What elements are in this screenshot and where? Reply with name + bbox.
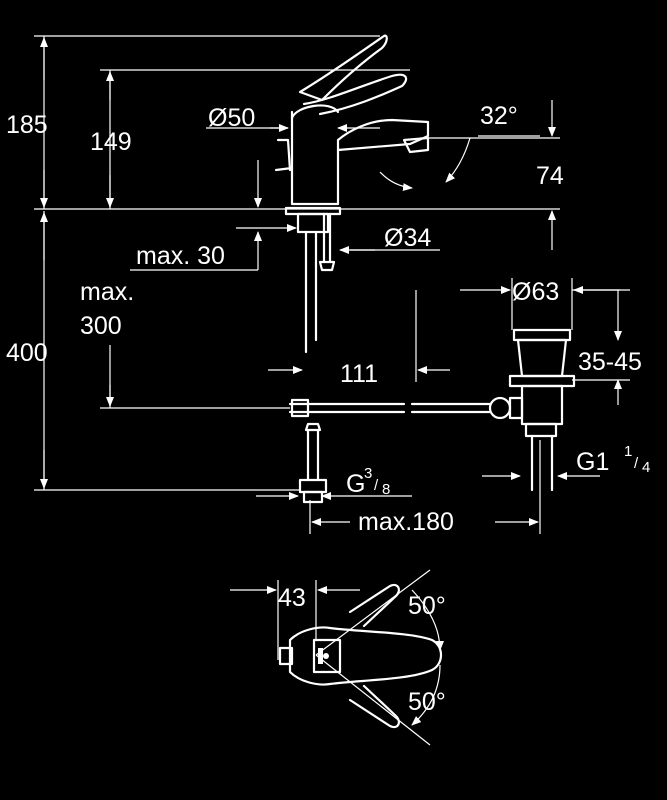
- faucet-side-view: [274, 34, 492, 504]
- spout-height-label: 149: [90, 128, 132, 156]
- svg-text:4: 4: [642, 459, 650, 476]
- spout-offset-label: 111: [340, 360, 378, 388]
- hose-label-max: max.: [80, 278, 134, 306]
- waste-thread-label: G1 1 / 4: [576, 443, 650, 476]
- rotation-left-label: 50°: [408, 688, 446, 716]
- body-diameter-label: Ø50: [208, 104, 255, 132]
- supply-thread-label: G 3 / 8: [346, 465, 390, 498]
- max-width-label: max.180: [358, 508, 454, 536]
- deck-thickness-label: max. 30: [136, 242, 225, 270]
- svg-text:G1: G1: [576, 448, 609, 476]
- svg-text:/: /: [374, 477, 379, 494]
- lever-angle-label: 32°: [480, 102, 518, 130]
- svg-text:1: 1: [624, 443, 632, 460]
- hole-diameter-label: Ø34: [384, 224, 431, 252]
- hose-length-label: 400: [6, 339, 48, 367]
- spout-clearance-label: 74: [536, 162, 564, 190]
- hose-label-300: 300: [80, 312, 122, 340]
- total-height-label: 185: [6, 111, 48, 139]
- svg-text:/: /: [634, 455, 639, 472]
- svg-text:8: 8: [382, 481, 390, 498]
- handle-depth-label: 43: [278, 584, 306, 612]
- faucet-top-view: [278, 583, 443, 729]
- rotation-right-label: 50°: [408, 592, 446, 620]
- waste-diameter-label: Ø63: [512, 278, 559, 306]
- waste-range-label: 35-45: [578, 348, 642, 376]
- svg-text:3: 3: [364, 465, 372, 482]
- waste-assembly: [488, 328, 576, 492]
- dimension-labels: 185 149 Ø50 32° 74 Ø34 max. 30 max. 300 …: [6, 102, 650, 716]
- svg-text:G: G: [346, 470, 365, 498]
